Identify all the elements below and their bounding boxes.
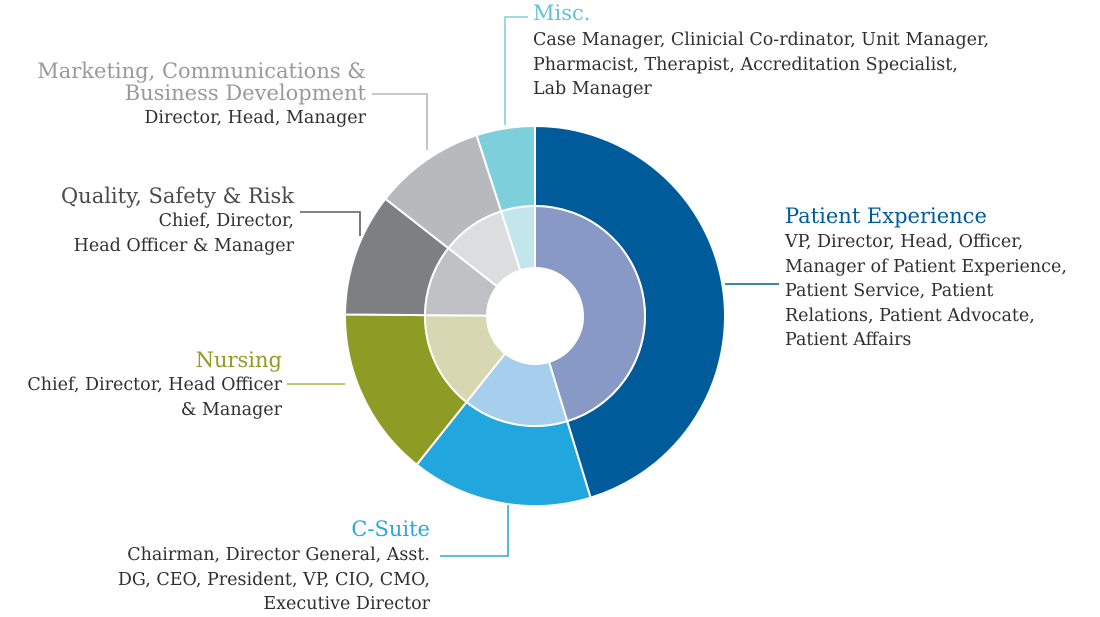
label-patient-line: Relations, Patient Advocate, (785, 305, 1035, 326)
label-misc-title: Misc. (533, 1, 591, 25)
inner-slice-patient-experience (534, 204, 646, 423)
connector-line-quality (300, 211, 361, 236)
outer-ring (343, 124, 726, 507)
label-nursing-body: Chief, Director, Head Officer & Manager (27, 373, 282, 422)
connector-lines (287, 16, 779, 557)
label-marketing-title-line: Business Development (124, 81, 366, 105)
label-nursing-line: Chief, Director, Head Officer (27, 375, 282, 395)
label-csuite-title: C-Suite (351, 517, 430, 541)
label-misc-line: Lab Manager (533, 79, 652, 99)
label-nursing: Nursing Chief, Director, Head Officer & … (27, 349, 282, 422)
label-quality-body: Chief, Director, Head Officer & Manager (61, 209, 294, 258)
label-quality-title: Quality, Safety & Risk (60, 184, 294, 208)
donut-hole (487, 268, 583, 364)
label-marketing-line: Director, Head, Manager (144, 108, 366, 128)
label-csuite-body: Chairman, Director General, Asst. DG, CE… (118, 543, 430, 617)
label-patient-body: VP, Director, Head, Officer, Manager of … (785, 230, 1067, 353)
label-patient-line: Patient Service, Patient (785, 281, 994, 301)
label-marketing-body: Director, Head, Manager (37, 106, 366, 131)
label-patient-line: Manager of Patient Experience, (785, 256, 1067, 277)
label-misc-line: Case Manager, Clinicial Co-rdinator, Uni… (533, 30, 990, 50)
label-csuite-line: Executive Director (263, 594, 430, 614)
connector-line-csuite (440, 497, 509, 557)
label-nursing-title: Nursing (195, 348, 282, 372)
label-csuite-line: Chairman, Director General, Asst. (127, 545, 430, 565)
label-patient-line: VP, Director, Head, Officer, (785, 232, 1024, 252)
connector-line-marketing (372, 93, 428, 150)
label-misc-line: Pharmacist, Therapist, Accreditation Spe… (533, 54, 958, 75)
label-quality-line: Head Officer & Manager (73, 235, 294, 256)
label-csuite-line: DG, CEO, President, VP, CIO, CMO, (117, 569, 430, 590)
label-misc: Misc. Case Manager, Clinicial Co-rdinato… (533, 2, 989, 102)
label-patient-line: Patient Affairs (785, 330, 912, 350)
label-misc-body: Case Manager, Clinicial Co-rdinator, Uni… (533, 28, 989, 102)
label-nursing-line: & Manager (180, 399, 282, 420)
label-marketing-title: Marketing, Communications & Business Dev… (37, 60, 366, 104)
connector-line-misc (504, 16, 528, 125)
label-csuite: C-Suite Chairman, Director General, Asst… (118, 518, 430, 617)
label-marketing: Marketing, Communications & Business Dev… (37, 60, 366, 131)
label-marketing-title-line: Marketing, Communications & (37, 59, 366, 83)
label-patient-title: Patient Experience (785, 204, 987, 228)
label-quality: Quality, Safety & Risk Chief, Director, … (61, 185, 294, 258)
label-patient-experience: Patient Experience VP, Director, Head, O… (785, 205, 1067, 353)
label-quality-line: Chief, Director, (158, 211, 294, 231)
